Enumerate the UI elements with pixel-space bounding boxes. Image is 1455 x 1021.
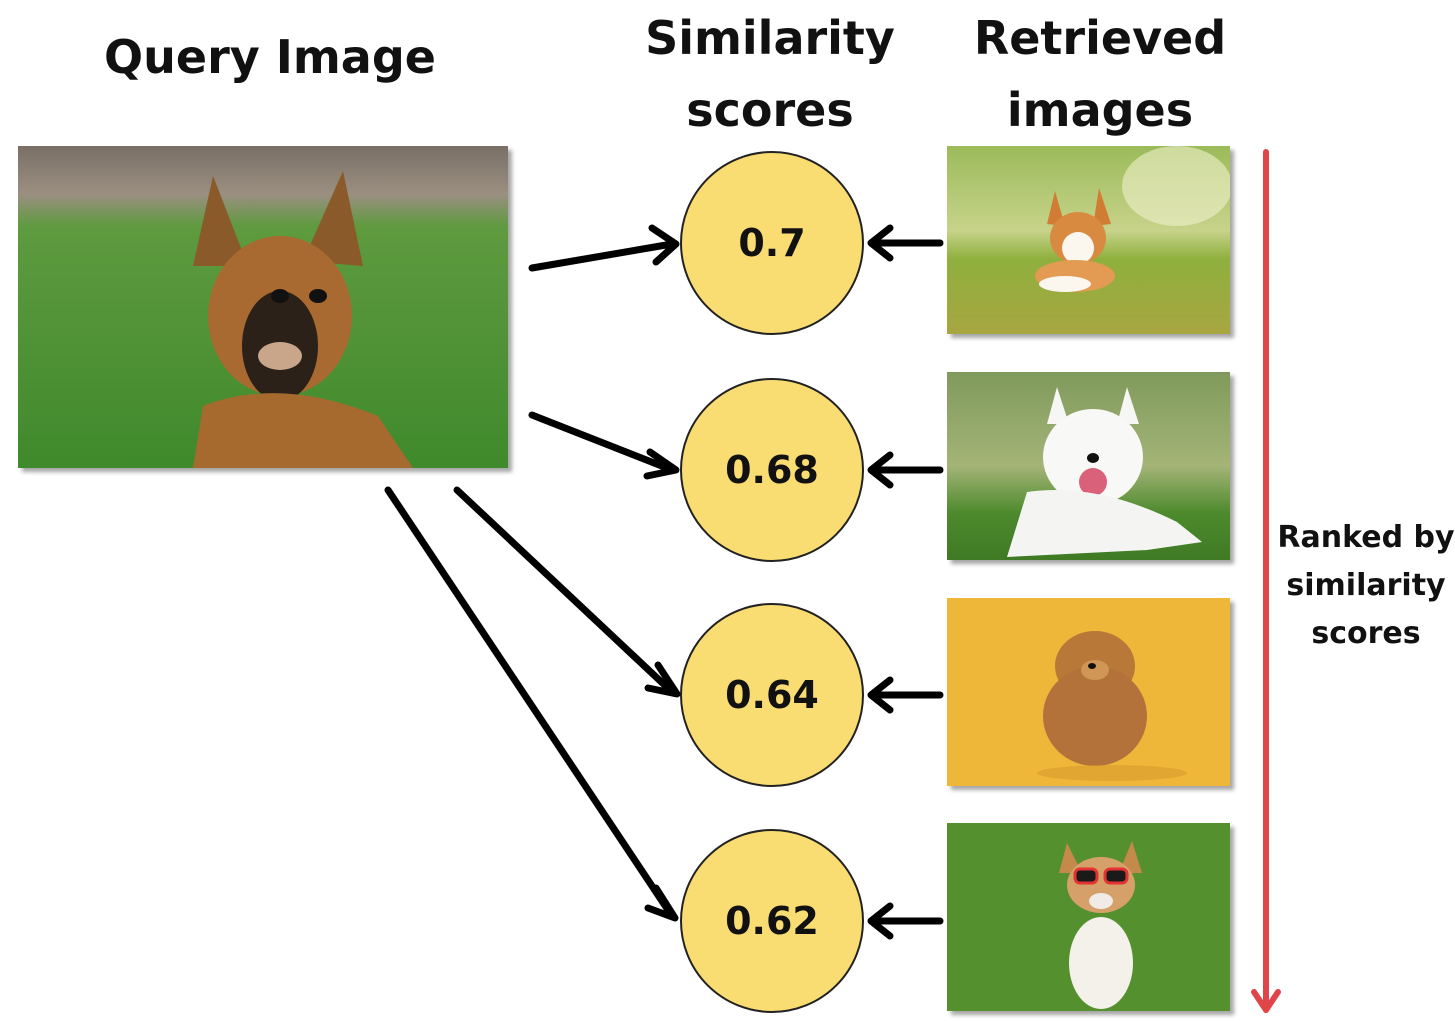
retrieved-images-title-line1: Retrieved	[973, 11, 1227, 65]
query-to-score-arrowhead	[644, 661, 681, 698]
similarity-scores-title-line1: Similarity	[645, 11, 895, 65]
query-to-score-arrow	[384, 486, 676, 920]
retrieved-images-title: Retrieved images	[950, 2, 1250, 146]
query-to-score-arrowhead	[643, 448, 680, 480]
retrieved-image-corgi	[947, 146, 1230, 334]
similarity-score-circle: 0.62	[680, 829, 864, 1013]
similarity-scores-title: Similarity scores	[620, 2, 920, 146]
retrieved-to-score-arrowhead	[867, 451, 894, 489]
rank-label-line1: Ranked by	[1277, 520, 1455, 555]
query-to-score-arrowhead	[644, 884, 679, 922]
rank-label-line3: scores	[1311, 616, 1421, 651]
retrieved-image-pomeranian	[947, 598, 1230, 786]
query-to-score-arrow	[528, 240, 676, 272]
similarity-scores-title-line2: scores	[686, 83, 854, 137]
retrieved-images-title-line2: images	[1006, 83, 1194, 137]
retrieved-image-dog-with-sunglasses	[947, 823, 1230, 1011]
query-image-title: Query Image	[104, 30, 436, 84]
ranked-by-similarity-label: Ranked by similarity scores	[1276, 514, 1455, 658]
query-to-score-arrowhead	[648, 224, 680, 266]
retrieved-to-score-arrowhead	[867, 902, 894, 940]
similarity-score-circle: 0.68	[680, 378, 864, 562]
rank-arrow-head	[1251, 989, 1281, 1013]
query-to-score-arrow	[528, 411, 676, 474]
rank-label-line2: similarity	[1286, 568, 1446, 603]
query-image-german-shepherd	[18, 146, 508, 468]
retrieved-image-white-spitz	[947, 372, 1230, 560]
retrieved-to-score-arrowhead	[867, 224, 894, 262]
query-to-score-arrow	[453, 486, 676, 696]
retrieved-to-score-arrowhead	[867, 676, 894, 714]
similarity-score-circle: 0.64	[680, 603, 864, 787]
similarity-score-circle: 0.7	[680, 151, 864, 335]
